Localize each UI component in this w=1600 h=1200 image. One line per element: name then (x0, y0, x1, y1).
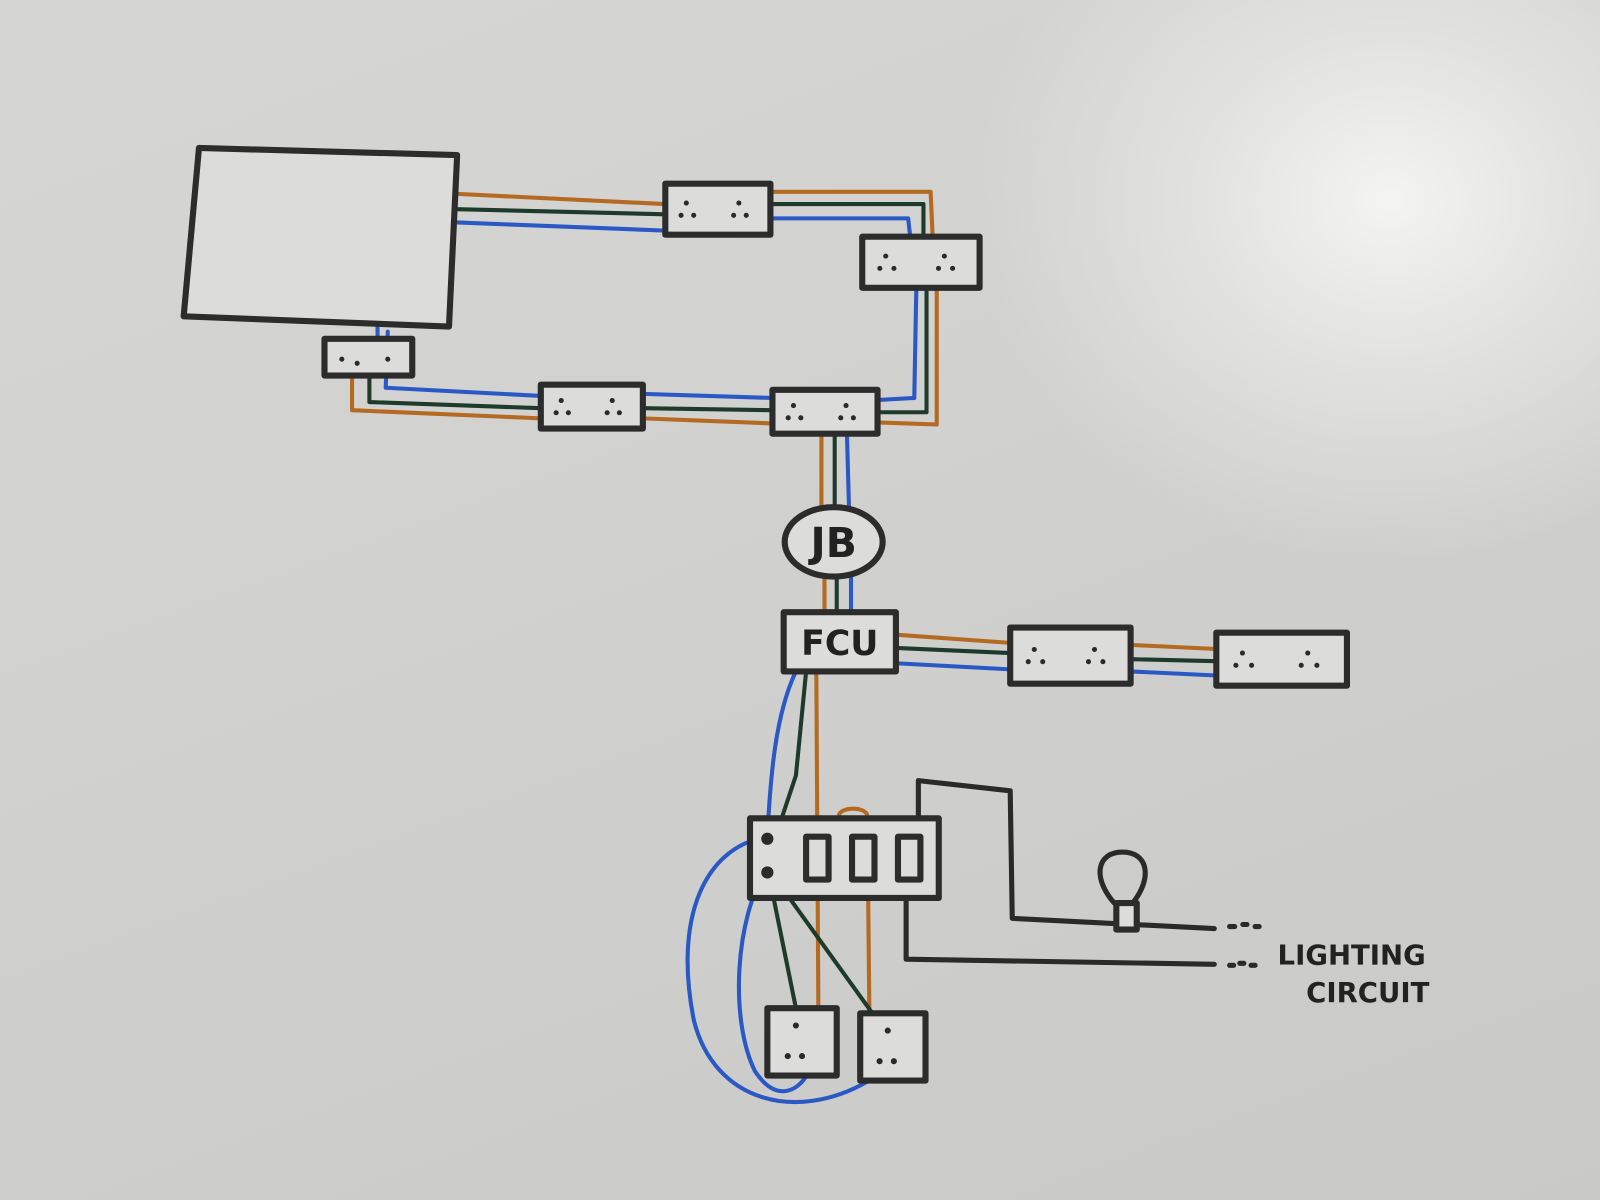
spur-socket (321, 335, 416, 379)
junction-box: JB (781, 504, 886, 580)
double-socket-3 (537, 381, 646, 432)
ring-wires-right (875, 285, 939, 427)
double-socket-6 (1213, 629, 1350, 689)
junction-box-label: JB (808, 519, 857, 567)
lighting-circuit-label-line2: CIRCUIT (1306, 977, 1430, 1009)
double-socket-2 (859, 233, 983, 291)
double-socket-4 (769, 386, 881, 437)
lighting-wires (903, 778, 1262, 968)
ring-wires-top (455, 189, 935, 239)
single-socket-2 (857, 1010, 929, 1084)
spur-wires (685, 431, 1219, 1105)
lighting-circuit-label-line1: LIGHTING (1278, 939, 1426, 971)
light-bulb-icon (1097, 849, 1148, 933)
fcu-label: FCU (801, 624, 878, 664)
single-socket-1 (764, 1005, 840, 1079)
consumer-unit (180, 144, 461, 330)
switch-panel (746, 815, 942, 902)
dotted-continuation-1 (1227, 921, 1262, 930)
dotted-continuation-2 (1227, 960, 1258, 968)
fused-connection-unit: FCU (780, 609, 899, 675)
double-socket-5 (1007, 624, 1134, 687)
double-socket-1 (662, 180, 774, 238)
